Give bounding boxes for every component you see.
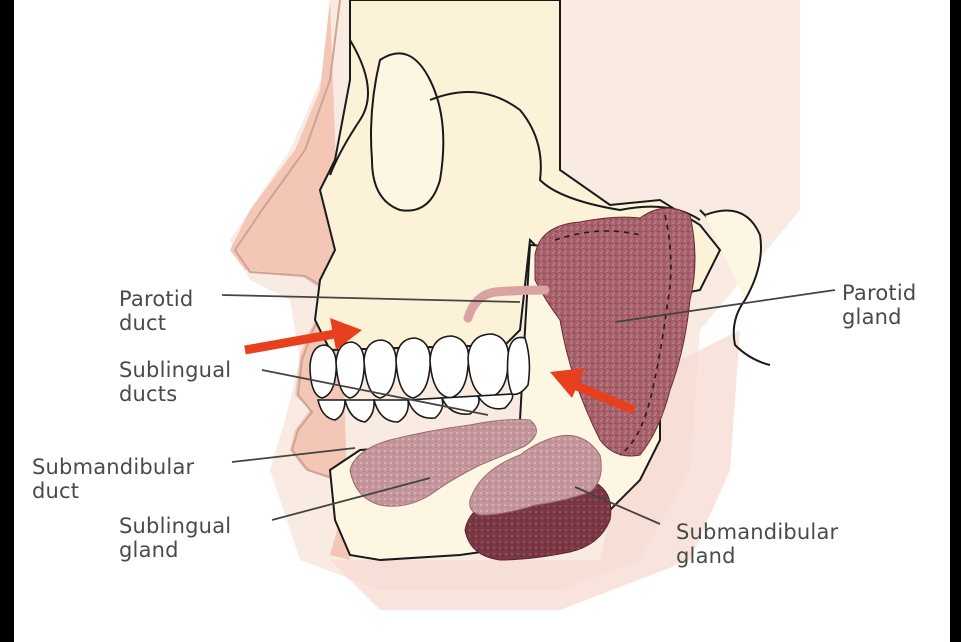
teeth xyxy=(310,334,529,422)
label-submandibular-gland: Submandibular gland xyxy=(676,520,838,568)
label-sublingual-gland: Sublingual gland xyxy=(119,514,231,562)
label-submandibular-duct: Submandibular duct xyxy=(32,455,194,503)
label-parotid-duct: Parotid duct xyxy=(119,287,193,335)
label-sublingual-ducts: Sublingual ducts xyxy=(119,358,231,406)
label-parotid-gland: Parotid gland xyxy=(842,281,916,329)
diagram-panel: Parotid duct Sublingual ducts Submandibu… xyxy=(14,0,950,642)
